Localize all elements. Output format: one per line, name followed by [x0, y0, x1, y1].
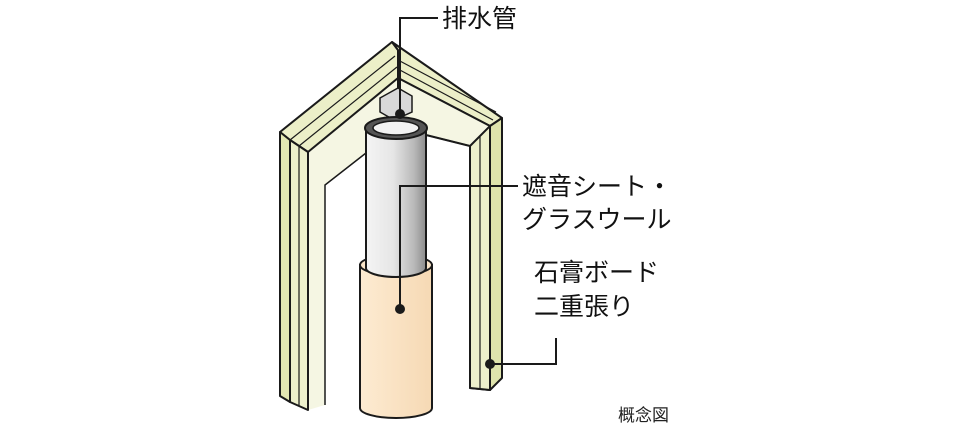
- label-sound-sheet-line1: 遮音シート・: [522, 172, 673, 201]
- label-gypsum-line2: 二重張り: [534, 292, 635, 321]
- leader-gypsum: [490, 338, 557, 365]
- caption-concept: 概念図: [618, 406, 669, 426]
- leader-sound-sheet: [399, 185, 518, 306]
- label-drain-pipe: 排水管: [442, 4, 518, 33]
- inner-wall-left: [308, 78, 398, 410]
- label-gypsum-line1: 石膏ボード: [534, 258, 660, 287]
- leader-drain-pipe: [399, 17, 438, 112]
- drain-pipe: [364, 116, 428, 278]
- gypsum-board-left: [279, 41, 399, 411]
- label-sound-sheet-line2: グラスウール: [522, 205, 672, 234]
- insulation-sleeve: [359, 254, 433, 419]
- leader-lines: [395, 17, 557, 369]
